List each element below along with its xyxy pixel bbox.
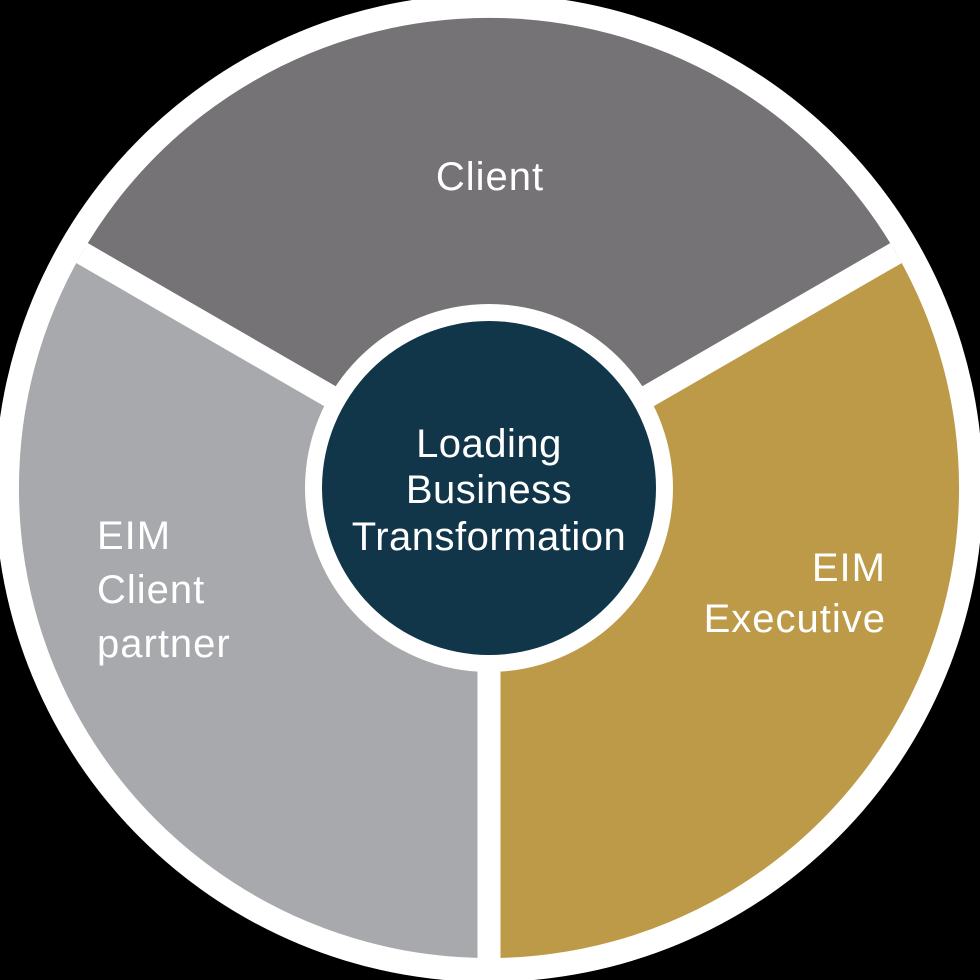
segment-label-line: EIM bbox=[97, 514, 171, 558]
center-label-line: Business bbox=[406, 468, 572, 512]
segment-label-line: Executive bbox=[704, 597, 886, 641]
segment-label-eim-client-partner: EIM Client partner bbox=[97, 514, 231, 666]
segment-label-line: EIM bbox=[812, 546, 886, 590]
segment-label-line: partner bbox=[97, 622, 231, 666]
segment-label-eim-executive: EIM Executive bbox=[704, 546, 886, 641]
segment-label-client: Client bbox=[436, 155, 544, 199]
center-label-line: Transformation bbox=[352, 515, 627, 559]
segment-label-line: Client bbox=[97, 568, 205, 612]
center-label-line: Loading bbox=[416, 422, 562, 466]
center-label: Loading Business Transformation bbox=[352, 422, 627, 559]
center-circle bbox=[322, 321, 656, 655]
